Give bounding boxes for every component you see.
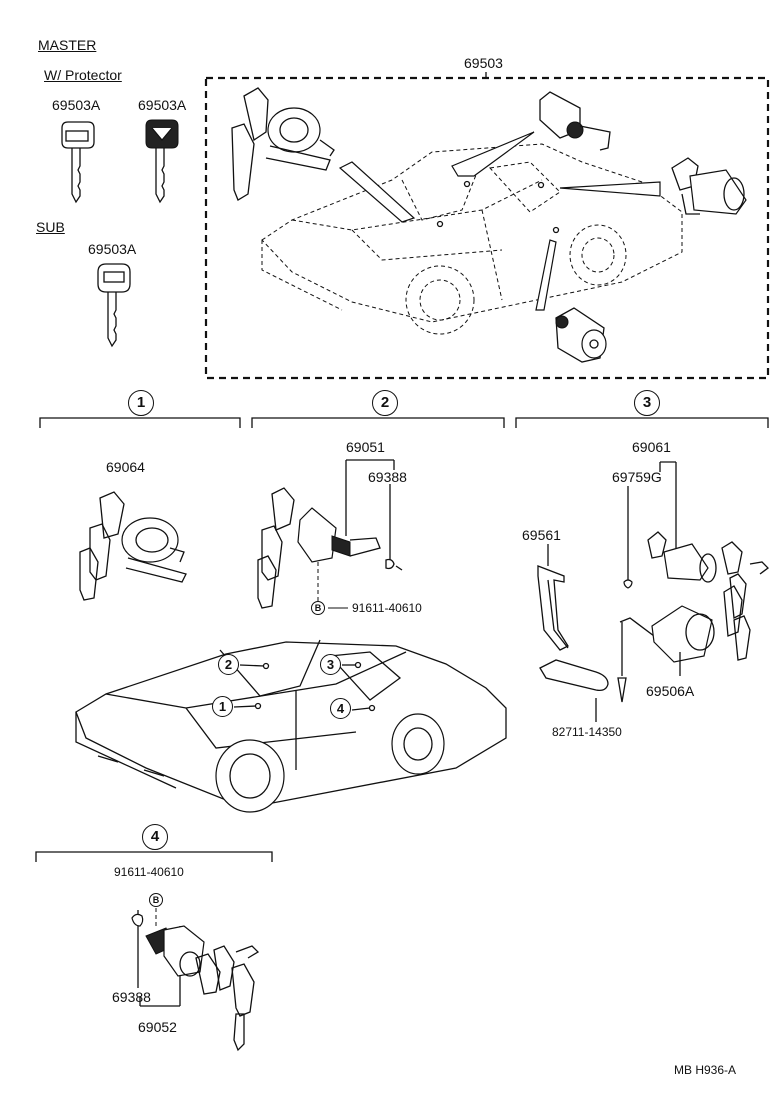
- pointer-1: [338, 161, 416, 223]
- part-label-key-sub: 69503A: [88, 241, 137, 257]
- section-number-2: 2: [372, 390, 398, 416]
- part-label-82711: 82711-14350: [552, 725, 622, 739]
- part-label-69064: 69064: [106, 459, 145, 475]
- bolt-marker-b-2: B: [149, 893, 163, 907]
- door-lock-cylinder-icon: [539, 91, 611, 151]
- part-label-69051: 69051: [346, 439, 385, 455]
- set-box: [204, 76, 770, 380]
- master-key-icon: [61, 121, 95, 204]
- part-label-91611-a: 91611-40610: [352, 601, 422, 615]
- callout-2: 2: [218, 654, 239, 675]
- bracket-3: [515, 417, 769, 428]
- pointer-2: [451, 131, 535, 177]
- car-middle-icon: [75, 639, 507, 813]
- bracket-2: [251, 417, 505, 428]
- master-key-protector-icon: [145, 119, 179, 204]
- lock-cylinder-69506a-icon: [617, 585, 751, 703]
- bolt-marker-b-1: B: [311, 601, 325, 615]
- ignition-cylinder-icon: [231, 87, 335, 201]
- section-number-3: 3: [634, 390, 660, 416]
- car-top-icon: [261, 143, 683, 335]
- part-label-69388-a: 69388: [368, 469, 407, 485]
- part-label-key-master-1: 69503A: [52, 97, 101, 113]
- door-cylinder-assembly-icon: [257, 487, 403, 609]
- sub-key-icon: [97, 263, 131, 348]
- part-label-69759g: 69759G: [612, 469, 662, 485]
- callout-1: 1: [212, 696, 233, 717]
- protector-heading: W/ Protector: [44, 67, 122, 83]
- pointer-4: [535, 239, 557, 311]
- bracket-69561-icon: [537, 565, 569, 651]
- glove-lock-cylinder-icon: [555, 307, 607, 363]
- part-label-69503: 69503: [464, 55, 503, 71]
- trunk-lock-cylinder-icon: [671, 157, 747, 215]
- section-number-1: 1: [128, 390, 154, 416]
- part-label-69506a: 69506A: [646, 683, 695, 699]
- callout-3: 3: [320, 654, 341, 675]
- door-cylinder-4-icon: [131, 913, 260, 1052]
- bracket-1: [39, 417, 241, 428]
- sub-heading: SUB: [36, 219, 65, 235]
- part-label-91611-b: 91611-40610: [114, 865, 184, 879]
- bracket-4: [35, 851, 273, 862]
- diagram-code: MB H936-A: [674, 1063, 737, 1077]
- trunk-cylinder-assembly-icon: [623, 531, 769, 620]
- bracket-69051: [345, 459, 395, 536]
- part-label-69061: 69061: [632, 439, 671, 455]
- part-label-69052: 69052: [138, 1019, 177, 1035]
- part-label-69561: 69561: [522, 527, 561, 543]
- master-heading: MASTER: [38, 37, 97, 53]
- part-label-69388-b: 69388: [112, 989, 151, 1005]
- rod-82711-icon: [539, 659, 609, 722]
- callout-4: 4: [330, 698, 351, 719]
- part-label-key-master-2: 69503A: [138, 97, 187, 113]
- bracket-69061: [659, 461, 677, 554]
- pointer-3: [559, 181, 661, 197]
- ignition-switch-cylinder-icon: [79, 491, 187, 601]
- section-number-4: 4: [142, 824, 168, 850]
